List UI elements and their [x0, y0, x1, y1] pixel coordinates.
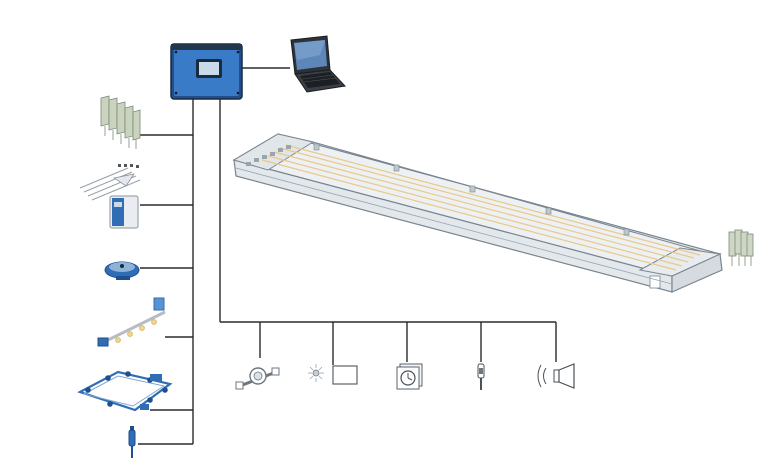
bird-scale-icon	[104, 261, 140, 280]
feed-auger-weigh-hopper-icon	[79, 164, 141, 229]
climate-controller-icon	[170, 43, 243, 100]
feed-silos-icon	[100, 95, 141, 149]
light-sensor-panel-icon	[308, 364, 358, 385]
probe-sensor-icon	[128, 426, 136, 458]
poultry-house-icon	[232, 133, 723, 293]
feed-silo-icon	[728, 229, 754, 266]
water-meter-icon	[235, 367, 280, 390]
drinker-line-icon	[97, 297, 166, 347]
laptop-icon	[290, 35, 347, 93]
wiring	[138, 67, 557, 445]
siren-speaker-icon	[537, 363, 575, 389]
temperature-probe-icon	[477, 363, 485, 390]
feeder-chain-loop-icon	[77, 370, 173, 412]
clock-timer-icon	[396, 363, 423, 390]
